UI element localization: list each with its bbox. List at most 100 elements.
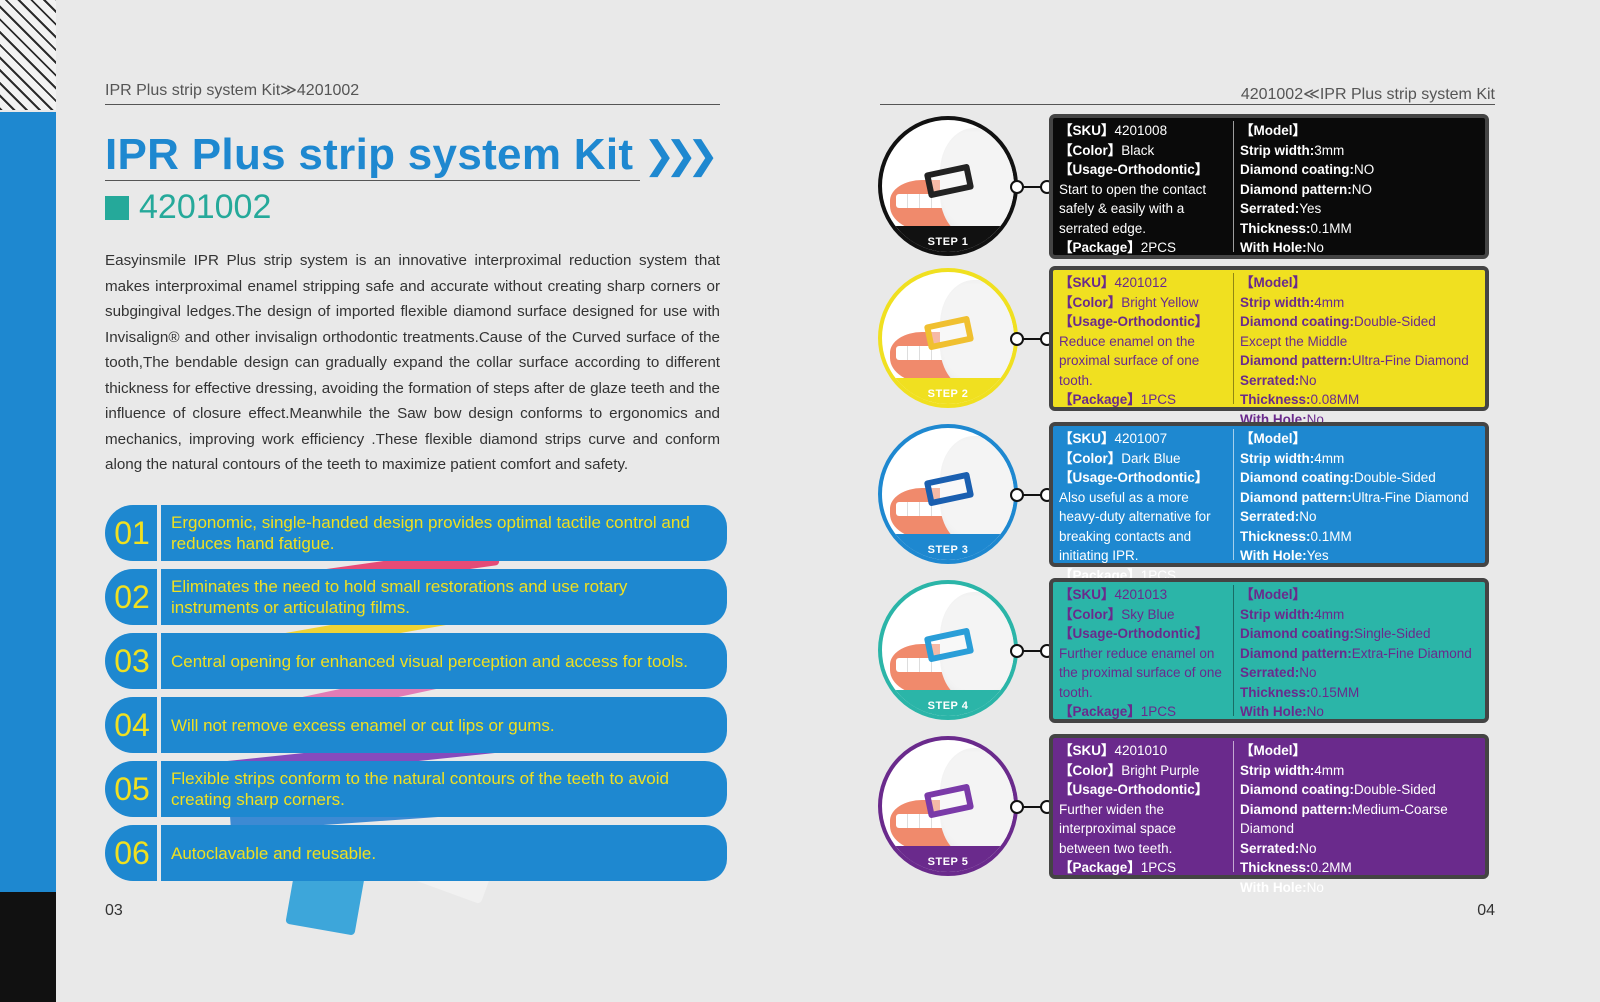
- connector-dot: [1010, 180, 1024, 194]
- connector-dot: [1010, 488, 1024, 502]
- strip-width-value: 4mm: [1314, 450, 1345, 466]
- step-label-band: [882, 690, 1014, 716]
- serrated-label: Serrated:: [1240, 372, 1300, 388]
- thickness-label: Thickness:: [1240, 392, 1311, 407]
- thickness-value: 0.1MM: [1310, 220, 1352, 236]
- feature-item: 02 Eliminates the need to hold small res…: [105, 569, 727, 625]
- spec-column-right: 【Model】 Strip width:4mm Diamond coating:…: [1233, 429, 1479, 563]
- thickness-label: Thickness:: [1240, 528, 1311, 544]
- header-right-rule: [880, 104, 1495, 105]
- product-code-text: 4201002: [139, 188, 272, 226]
- diamond-pattern-label: Diamond pattern:: [1240, 801, 1352, 817]
- connector-line: [1015, 186, 1051, 188]
- sku-value: 4201010: [1114, 743, 1168, 758]
- header-left: IPR Plus strip system Kit≫4201002: [105, 82, 360, 99]
- diamond-coating-label: Diamond coating:: [1240, 314, 1354, 329]
- usage-text: Also useful as a more heavy-duty alterna…: [1059, 489, 1211, 564]
- diamond-pattern-value: NO: [1351, 181, 1373, 197]
- step-row: STEP 4 【SKU】4201013 【Color】Sky Blue 【Usa…: [878, 578, 1498, 723]
- step-label-band: [882, 226, 1014, 252]
- package-label: 【Package】: [1059, 860, 1141, 875]
- usage-label: 【Usage-Orthodontic】: [1059, 626, 1209, 641]
- connector-line: [1015, 650, 1051, 652]
- feature-number: 05: [105, 761, 159, 817]
- step-row: STEP 1 【SKU】4201008 【Color】Black 【Usage-…: [878, 114, 1498, 259]
- serrated-label: Serrated:: [1240, 201, 1300, 216]
- feature-number: 06: [105, 825, 159, 881]
- feature-text: Ergonomic, single-handed design provides…: [157, 505, 727, 561]
- with-hole-value: Yes: [1306, 548, 1329, 563]
- step-label: STEP 2: [927, 388, 969, 400]
- diamond-pattern-value: Extra-Fine Diamond: [1351, 645, 1472, 661]
- sku-value: 4201007: [1114, 431, 1168, 446]
- diamond-coating-label: Diamond coating:: [1240, 782, 1354, 797]
- spec-column-left: 【SKU】4201012 【Color】Bright Yellow 【Usage…: [1059, 273, 1233, 407]
- spec-card: 【SKU】4201010 【Color】Bright Purple 【Usage…: [1049, 734, 1489, 895]
- page-number-left: 03: [105, 902, 123, 919]
- with-hole-label: With Hole:: [1240, 704, 1307, 719]
- package-label: 【Package】: [1059, 392, 1141, 407]
- usage-label: 【Usage-Orthodontic】: [1059, 782, 1209, 797]
- step-photo: STEP 4: [878, 580, 1018, 720]
- feature-item: 05 Flexible strips conform to the natura…: [105, 761, 727, 817]
- color-label: 【Color】: [1059, 294, 1122, 310]
- strip-width-value: 4mm: [1314, 294, 1345, 310]
- diamond-coating-value: Single-Sided: [1354, 626, 1431, 641]
- step-photo: STEP 5: [878, 736, 1018, 876]
- side-bar-blue: [0, 112, 56, 892]
- intro-paragraph: Easyinsmile IPR Plus strip system is an …: [105, 252, 720, 473]
- serrated-value: No: [1299, 372, 1317, 388]
- with-hole-label: With Hole:: [1240, 879, 1307, 895]
- feature-number: 01: [105, 505, 159, 561]
- model-label: 【Model】: [1240, 123, 1306, 138]
- page-title: IPR Plus strip system Kit ❯❯❯: [105, 130, 719, 180]
- spec-column-right: 【Model】 Strip width:4mm Diamond coating:…: [1233, 741, 1479, 895]
- step-photo: STEP 2: [878, 268, 1018, 408]
- package-value: 2PCS: [1140, 240, 1177, 255]
- with-hole-value: No: [1306, 879, 1324, 895]
- diamond-coating-value: Double-Sided: [1354, 782, 1436, 797]
- color-value: Bright Yellow: [1121, 294, 1199, 310]
- feature-number: 03: [105, 633, 159, 689]
- connector-line: [1015, 494, 1051, 496]
- package-value: 1PCS: [1140, 392, 1177, 407]
- thickness-label: Thickness:: [1240, 860, 1311, 875]
- feature-item: 03 Central opening for enhanced visual p…: [105, 633, 727, 689]
- model-label: 【Model】: [1240, 587, 1306, 602]
- feature-number: 04: [105, 697, 159, 753]
- header-left-rule: [105, 104, 720, 105]
- serrated-label: Serrated:: [1240, 665, 1300, 680]
- model-label: 【Model】: [1240, 431, 1306, 446]
- square-bullet-icon: [105, 195, 129, 220]
- glove-graphic: [940, 280, 1014, 390]
- spec-card: 【SKU】4201008 【Color】Black 【Usage-Orthodo…: [1049, 114, 1489, 259]
- diamond-coating-label: Diamond coating:: [1240, 162, 1354, 177]
- serrated-value: No: [1299, 665, 1317, 680]
- diamond-coating-label: Diamond coating:: [1240, 470, 1354, 485]
- feature-text: Flexible strips conform to the natural c…: [157, 761, 727, 817]
- model-label: 【Model】: [1240, 743, 1306, 758]
- page-number-right: 04: [1477, 902, 1495, 919]
- usage-label: 【Usage-Orthodontic】: [1059, 314, 1209, 329]
- feature-text: Autoclavable and reusable.: [157, 825, 727, 881]
- feature-number: 02: [105, 569, 159, 625]
- strip-width-label: Strip width:: [1240, 450, 1315, 466]
- sku-label: 【SKU】: [1059, 587, 1115, 602]
- diamond-coating-label: Diamond coating:: [1240, 626, 1354, 641]
- side-bar-black: [0, 892, 56, 1002]
- usage-text: Further widen the interproximal space be…: [1059, 801, 1177, 856]
- connector-line: [1015, 806, 1051, 808]
- serrated-label: Serrated:: [1240, 840, 1300, 856]
- thickness-label: Thickness:: [1240, 684, 1311, 700]
- step-label: STEP 1: [927, 236, 969, 248]
- strip-width-label: Strip width:: [1240, 606, 1315, 622]
- diamond-pattern-label: Diamond pattern:: [1240, 181, 1352, 197]
- diamond-pattern-label: Diamond pattern:: [1240, 353, 1352, 368]
- step-label-band: [882, 378, 1014, 404]
- feature-text: Eliminates the need to hold small restor…: [157, 569, 727, 625]
- serrated-label: Serrated:: [1240, 509, 1300, 524]
- serrated-value: No: [1299, 840, 1317, 856]
- hatch-decoration: [0, 0, 56, 110]
- step-label-band: [882, 846, 1014, 872]
- glove-graphic: [940, 592, 1014, 702]
